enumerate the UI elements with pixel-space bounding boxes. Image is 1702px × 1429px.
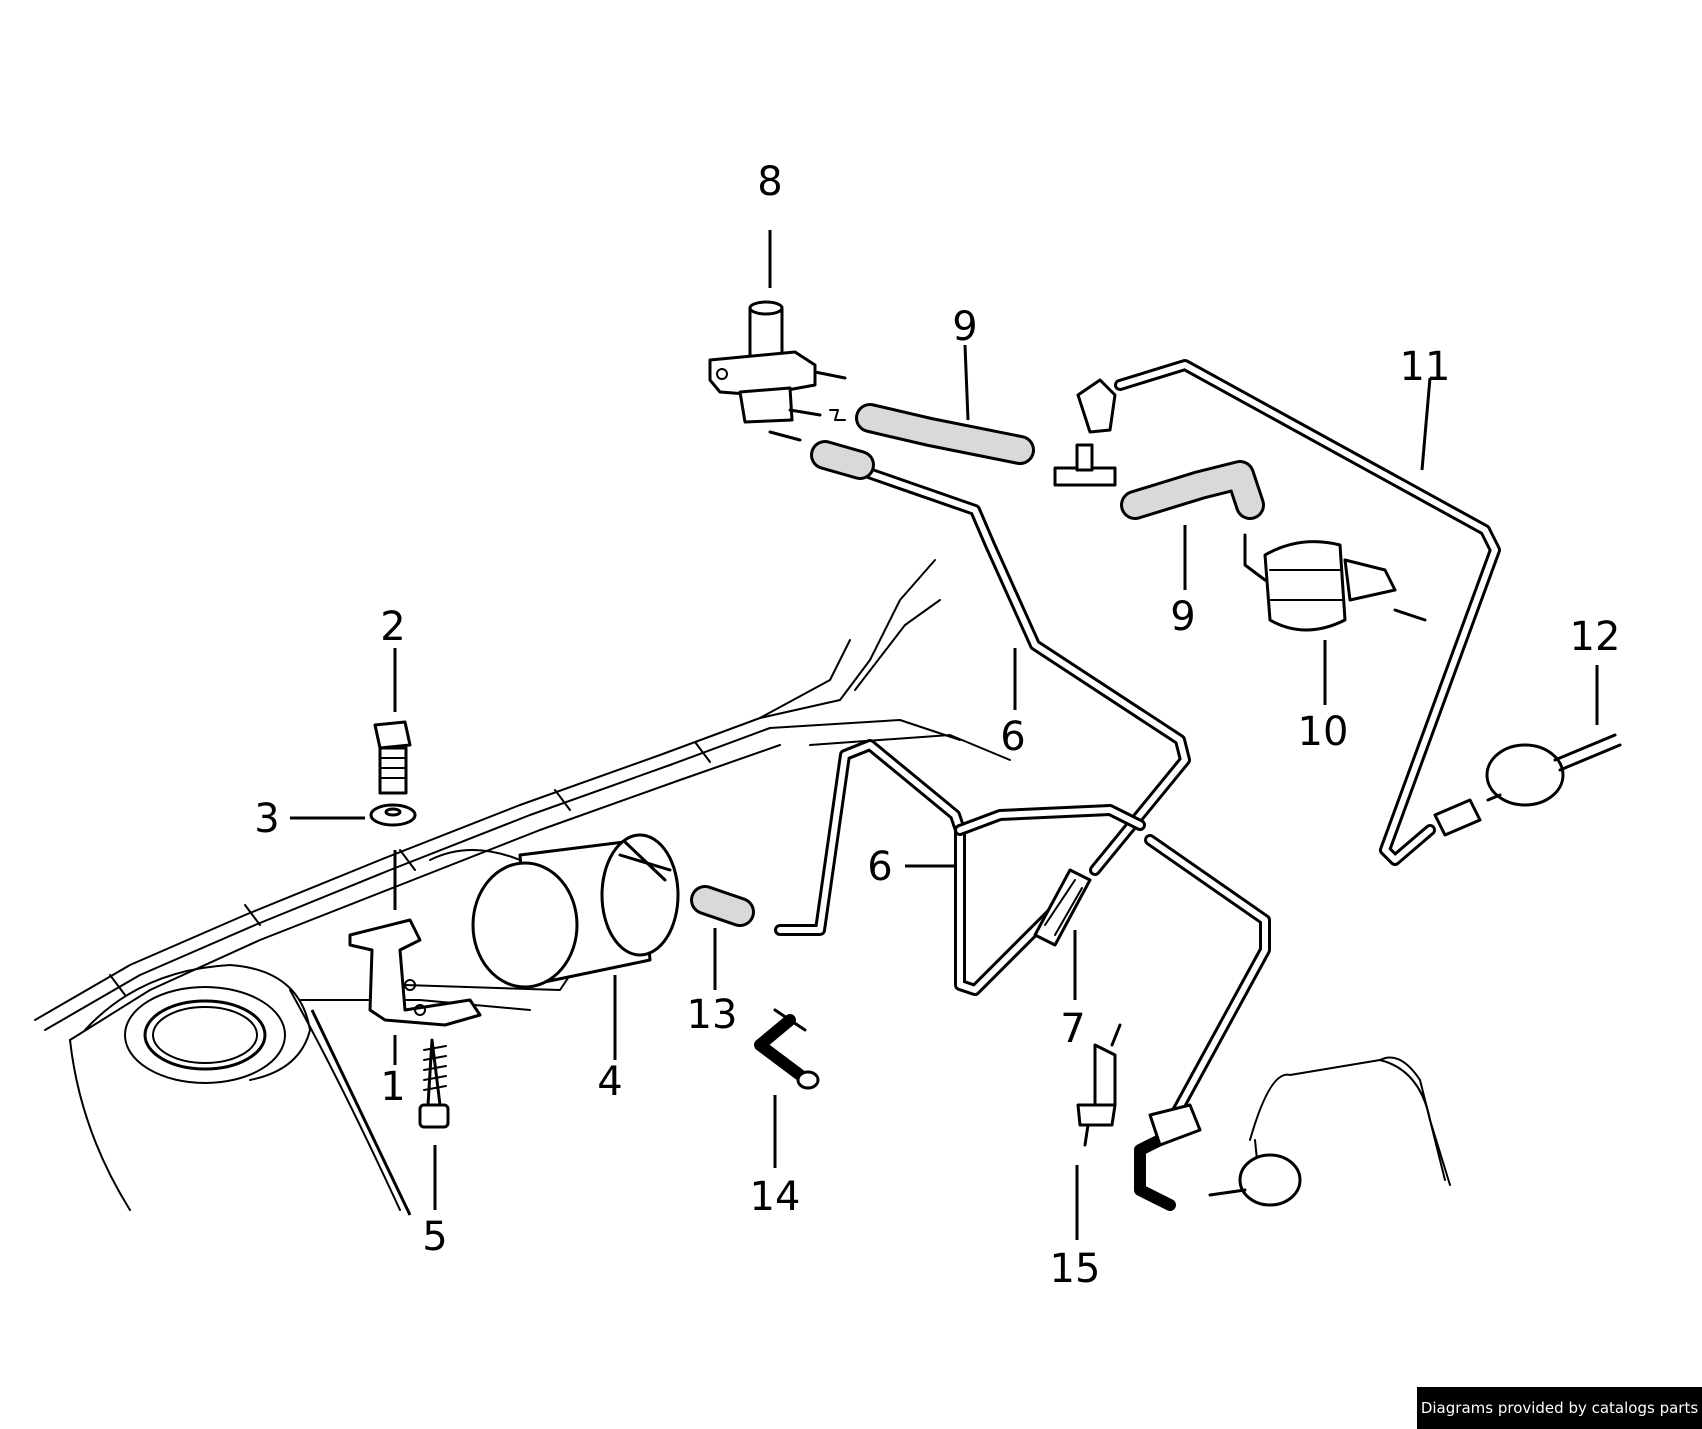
callout-8: 8 [757,159,782,205]
check-valve-part [1243,533,1427,632]
callout-12: 12 [1570,614,1621,660]
callout-4: 4 [597,1059,622,1105]
bracket-part [348,918,571,1027]
callout-15: 15 [1050,1246,1101,1292]
callout-labels: 1 2 3 4 5 6 6 7 8 9 9 10 11 12 13 14 15 [254,159,1620,1292]
callout-5: 5 [422,1214,447,1260]
callout-13: 13 [687,992,738,1038]
bolt-part [373,720,412,795]
callout-9-upper: 9 [952,304,977,350]
callout-7: 7 [1060,1006,1085,1052]
callout-2: 2 [380,604,405,650]
callout-6-upper: 6 [1000,714,1025,760]
rigid-lines [774,359,1501,1121]
credit-banner: Diagrams provided by catalogs parts [1417,1387,1702,1429]
washer-part [369,803,417,827]
canister-part [471,833,680,989]
valve-right-part [1433,733,1622,837]
leader-lines [290,230,1599,1240]
connector-part [1076,1023,1302,1211]
callout-6-lower: 6 [867,844,892,890]
hoses-part [810,378,1265,520]
callout-1: 1 [380,1064,405,1110]
screw-part [418,1038,450,1129]
callout-3: 3 [254,796,279,842]
callout-10: 10 [1298,709,1349,755]
callout-14: 14 [750,1174,801,1220]
callout-11: 11 [1400,344,1451,390]
inline-filter-part [1033,868,1092,947]
body-shell-drawing [34,559,1451,1211]
elbow-hose-part [754,1008,820,1090]
callout-9-lower: 9 [1170,594,1195,640]
hose-piece-part [690,885,755,927]
valve-part [708,300,847,442]
